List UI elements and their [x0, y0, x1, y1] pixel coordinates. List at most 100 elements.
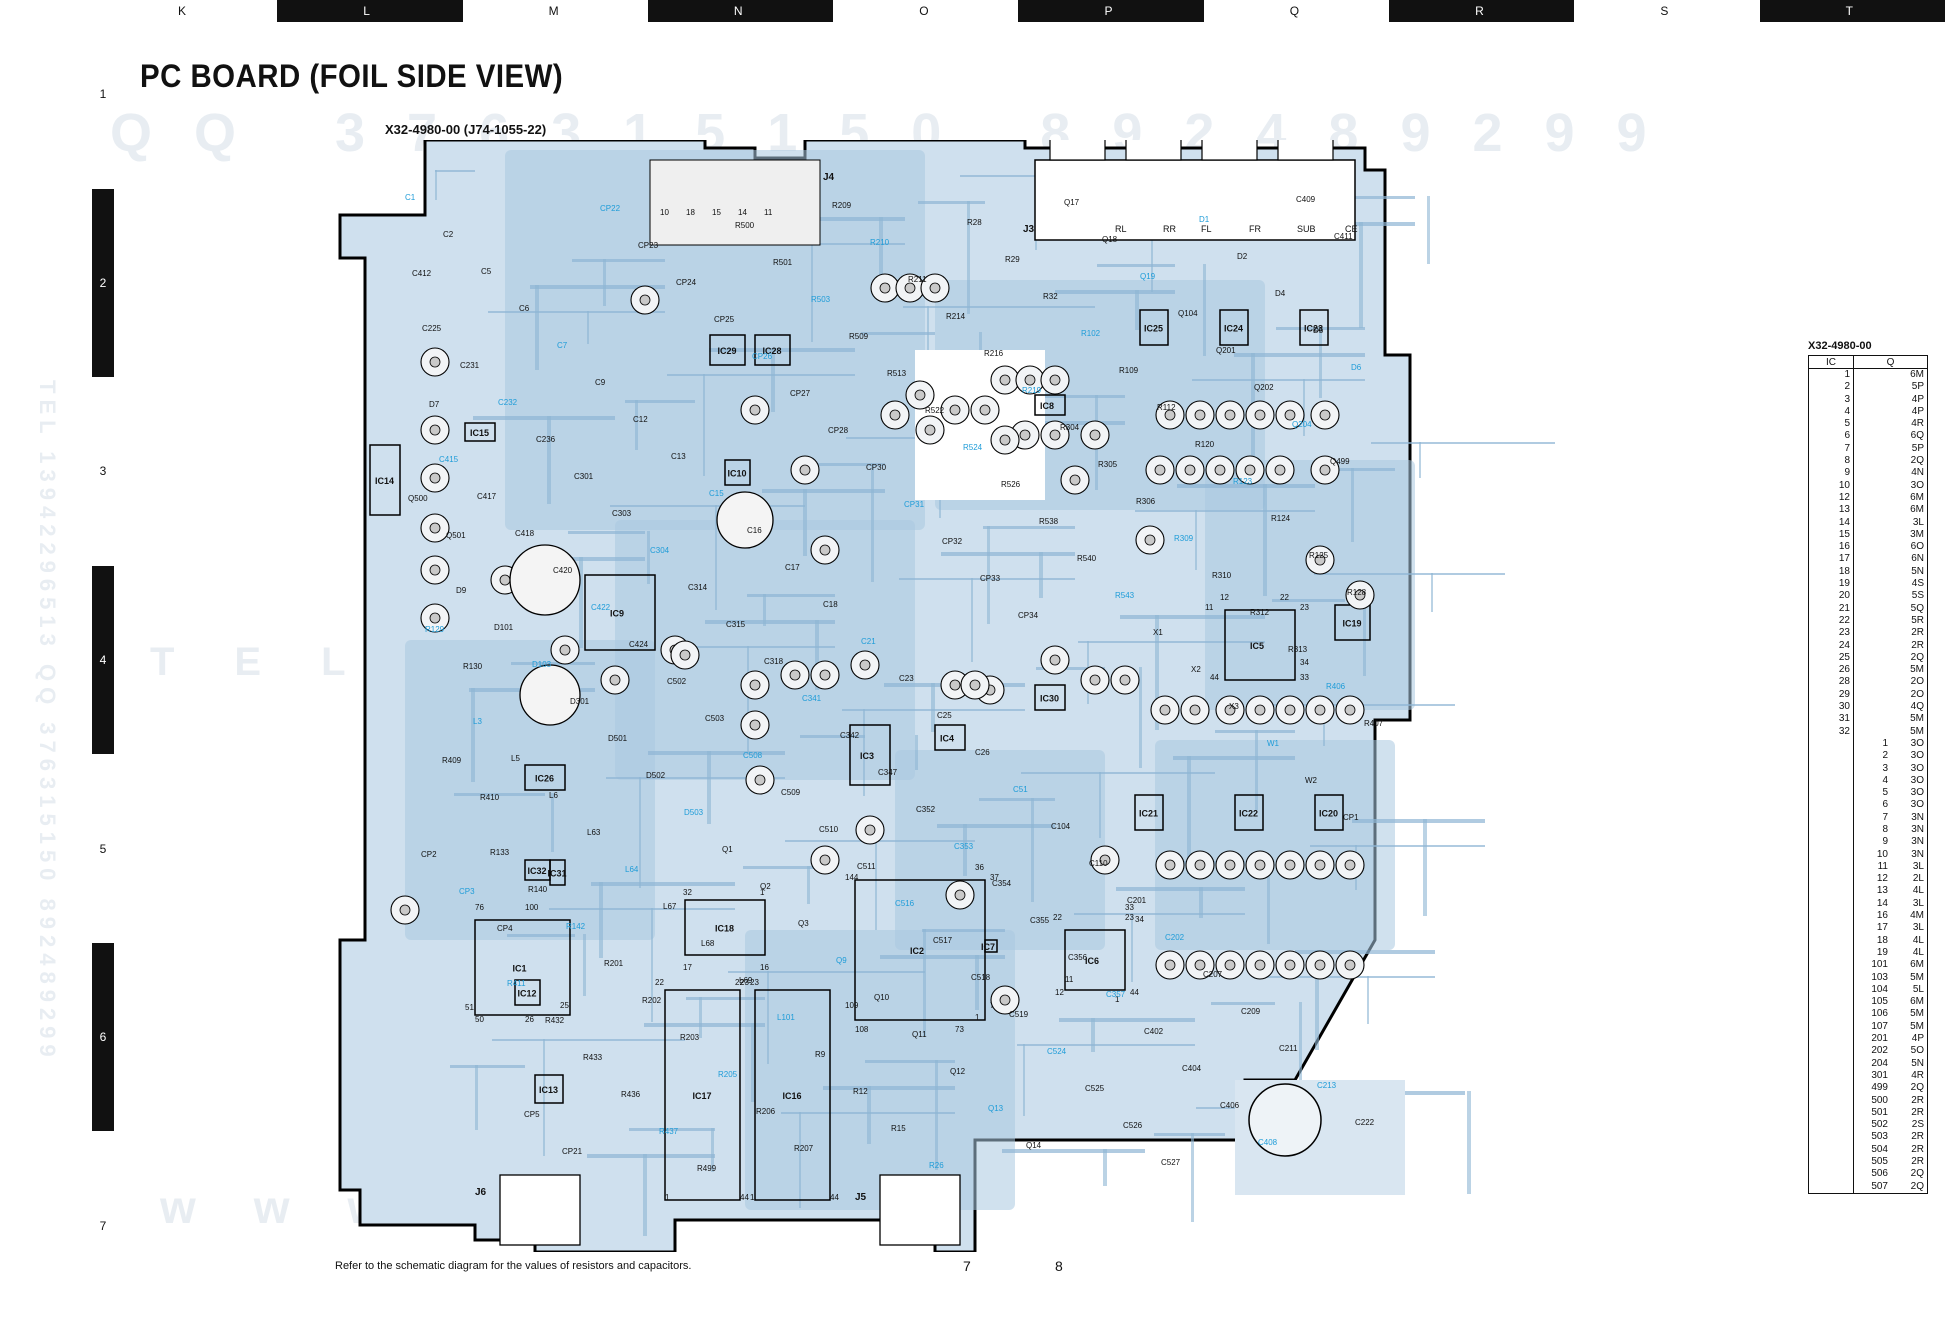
table-cell-ic — [1808, 762, 1854, 775]
component-ref-r409: R409 — [442, 756, 462, 765]
trace — [747, 646, 749, 754]
table-cell-ic: 10 — [1808, 479, 1854, 492]
component-ref-c301: C301 — [574, 472, 594, 481]
capacitor-pad — [999, 434, 1011, 446]
component-ref-q14: Q14 — [1026, 1141, 1042, 1150]
ic-label-ic24: IC24 — [1224, 324, 1243, 334]
table-cell-ic — [1808, 959, 1854, 972]
trace — [1131, 913, 1133, 982]
column-label-k: K — [92, 0, 278, 22]
ic-label-ic22: IC22 — [1239, 809, 1258, 819]
component-ref-r309: R309 — [1174, 534, 1194, 543]
ic-pin-number: 1 — [975, 1013, 980, 1022]
table-cell-ic — [1808, 750, 1854, 763]
j5-connector — [879, 1174, 961, 1246]
capacitor-pad — [924, 424, 936, 436]
table-cell-ic: 23 — [1808, 627, 1854, 640]
capacitor-pad — [1089, 674, 1101, 686]
component-ref-x1: X1 — [1153, 628, 1163, 637]
trace — [1303, 379, 1305, 436]
ic-pin-number: 73 — [955, 1025, 964, 1034]
component-ref-c503: C503 — [705, 714, 725, 723]
table-cell-ic: 31 — [1808, 713, 1854, 726]
ic-pin-number: 109 — [845, 1001, 859, 1010]
capacitor-pad — [1089, 429, 1101, 441]
component-ref-c222: C222 — [1355, 1118, 1375, 1127]
column-label-t: T — [1759, 0, 1945, 22]
trace — [1363, 599, 1366, 676]
trace — [492, 1039, 685, 1041]
table-cell-loc: 2R — [1911, 1143, 1924, 1155]
trace — [599, 882, 603, 958]
trace — [1348, 1091, 1465, 1095]
table-cell-q: 18 — [1876, 934, 1888, 946]
component-ref-r123: R123 — [1233, 477, 1253, 486]
trace — [763, 594, 766, 626]
table-cell-ic — [1808, 1106, 1854, 1120]
trace — [1031, 798, 1034, 902]
capacitor-pad — [1069, 474, 1081, 486]
component-ref-d5: D5 — [1313, 326, 1324, 335]
component-ref-d501: D501 — [608, 734, 628, 743]
trace — [1155, 615, 1159, 730]
ic-label-ic29: IC29 — [718, 346, 737, 356]
capacitor-pad — [1254, 859, 1266, 871]
trace — [703, 374, 705, 476]
trace — [647, 531, 650, 584]
table-cell-ic — [1808, 1057, 1854, 1070]
ic-pin-number: 22 — [1053, 913, 1062, 922]
table-cell-q: 503 — [1871, 1131, 1888, 1143]
trace — [1427, 196, 1430, 264]
trace — [1036, 667, 1105, 670]
table-cell-loc: 5N — [1911, 565, 1924, 577]
row-label-2: 2 — [92, 188, 114, 378]
ic-pin-number: 23 — [1300, 603, 1309, 612]
component-ref-r9: R9 — [815, 1050, 826, 1059]
table-cell-ic: 2 — [1808, 381, 1854, 394]
trace — [931, 683, 935, 732]
component-ref-c110: C110 — [1089, 859, 1108, 868]
trace — [705, 620, 835, 624]
trace — [639, 777, 641, 888]
component-ref-c6: C6 — [519, 304, 530, 313]
table-cell-loc: 2R — [1911, 639, 1924, 651]
table-cell-q: 3 — [1882, 762, 1888, 774]
trace — [1187, 756, 1191, 874]
component-ref-q201: Q201 — [1216, 346, 1236, 355]
table-cell-ic — [1808, 860, 1854, 874]
table-cell-ic: 29 — [1808, 688, 1854, 702]
component-ref-q202: Q202 — [1254, 383, 1274, 392]
watermark-side: TEL 13942296513 QQ 376315150 892489299 — [35, 380, 60, 1063]
component-ref-c422: C422 — [591, 603, 611, 612]
trace — [1002, 1149, 1145, 1153]
table-cell-loc: 5Q — [1910, 602, 1924, 614]
trace — [711, 1128, 714, 1172]
table-cell-ic — [1808, 897, 1854, 911]
table-cell-ic — [1808, 774, 1854, 788]
ic-outline-ic28 — [754, 334, 791, 366]
trace — [963, 824, 967, 876]
component-ref-cp33: CP33 — [980, 574, 1001, 583]
table-header-q: Q — [1853, 355, 1928, 369]
component-ref-c231: C231 — [460, 361, 480, 370]
table-cell-ic: 5 — [1808, 418, 1854, 431]
table-cell-ic — [1808, 996, 1854, 1009]
trace — [811, 243, 813, 342]
capacitor-pad — [1099, 854, 1111, 866]
table-cell-ic: 12 — [1808, 491, 1854, 505]
component-ref-d4: D4 — [1275, 289, 1286, 298]
component-ref-l63: L63 — [587, 828, 601, 837]
component-ref-x3: X3 — [1229, 702, 1239, 711]
j3-pin-label: CE — [1345, 224, 1358, 234]
trace — [1116, 887, 1245, 891]
table-cell-loc: 6O — [1910, 541, 1924, 553]
j4-pin-label: 14 — [738, 208, 747, 217]
ic-label-ic6: IC6 — [1085, 956, 1099, 966]
ic-label-ic21: IC21 — [1139, 809, 1158, 819]
trace — [1467, 1091, 1471, 1194]
